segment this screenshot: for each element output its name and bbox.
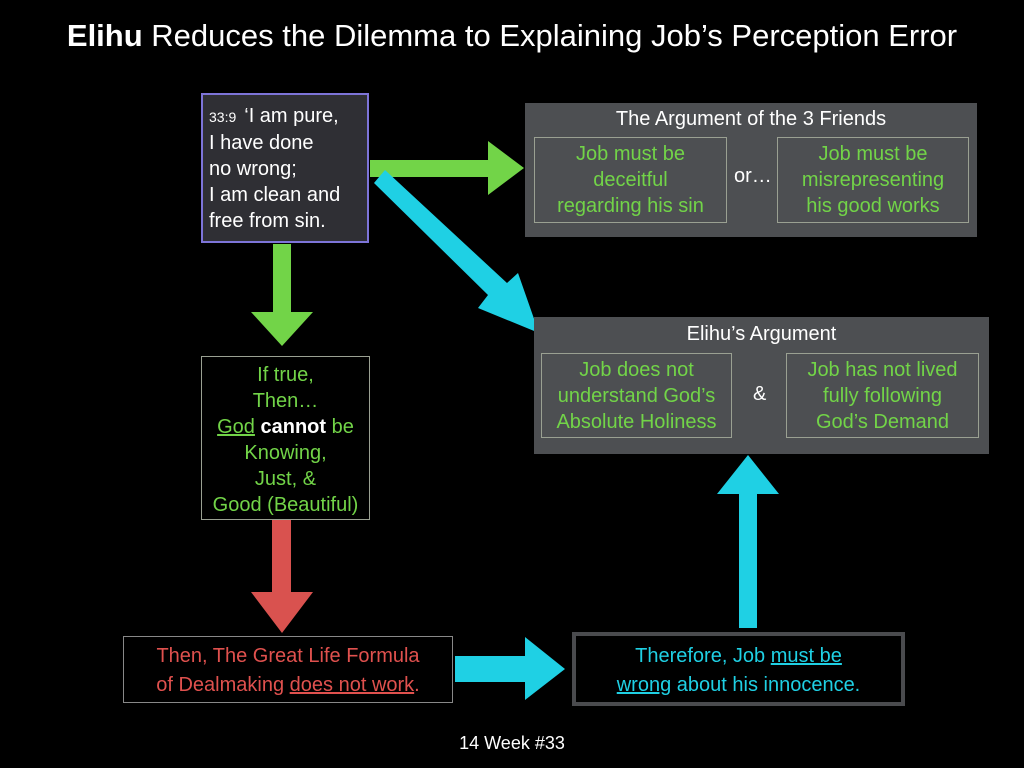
quote-line-4: I am clean and — [209, 184, 341, 206]
elihu-connector-and: & — [753, 383, 767, 405]
friends-connector-or: or… — [734, 165, 772, 187]
if-true-box: If true, Then… God cannot be Knowing, Ju… — [201, 356, 370, 520]
cannot-word: cannot — [260, 416, 327, 438]
therefore-underlined-1: must be — [770, 645, 842, 667]
be-word: be — [331, 416, 354, 438]
friends-left-line-2: deceitful — [593, 169, 668, 191]
title-rest: Reduces the Dilemma to Explaining Job’s … — [142, 18, 958, 53]
friends-argument-panel: The Argument of the 3 Friends Job must b… — [525, 103, 977, 237]
quote-text-1: ‘I am pure, — [244, 105, 339, 127]
friends-left-line-3: regarding his sin — [557, 195, 704, 217]
elihu-left-line-1: Job does not — [579, 358, 694, 381]
therefore-text-b: about his innocence. — [671, 674, 861, 696]
cyan-right-arrow — [455, 637, 565, 700]
friends-right-line-1: Job must be — [818, 143, 928, 165]
friends-option-misrepresenting: Job must be misrepresenting his good wor… — [777, 137, 969, 223]
therefore-underlined-2: wrong — [616, 674, 672, 696]
formula-box: Then, The Great Life Formula of Dealmaki… — [123, 636, 453, 703]
elihu-panel-title: Elihu’s Argument — [686, 323, 837, 345]
elihu-right-line-1: Job has not lived — [807, 358, 958, 381]
formula-text-a: of Dealmaking — [156, 674, 290, 696]
cyan-diagonal-arrow — [374, 170, 539, 333]
if-true-line-3: God cannot be — [202, 414, 369, 440]
quote-line-3: no wrong; — [209, 158, 297, 180]
friends-option-deceitful: Job must be deceitful regarding his sin — [534, 137, 727, 223]
elihu-left-line-2: understand God’s — [557, 384, 716, 407]
elihu-right-line-3: God’s Demand — [815, 410, 950, 433]
friends-left-line-1: Job must be — [576, 143, 685, 165]
formula-text-b: . — [414, 674, 420, 696]
god-word: God — [217, 416, 255, 438]
green-right-arrow — [370, 141, 524, 195]
elihu-right-line-2: fully following — [823, 384, 942, 407]
therefore-box: Therefore, Job must be wrong about his i… — [572, 632, 905, 706]
if-true-line-1: If true, — [257, 364, 314, 386]
elihu-argument-panel: Elihu’s Argument Job does not understand… — [534, 317, 989, 454]
elihu-point-demand: Job has not lived fully following God’s … — [786, 353, 979, 438]
if-true-line-5: Just, & — [254, 468, 317, 490]
slide-footer: 14 Week #33 — [459, 733, 565, 753]
quote-line-5: free from sin. — [209, 210, 326, 232]
quote-box: 33:9 ‘I am pure, I have done no wrong; I … — [201, 93, 369, 243]
if-true-line-6: Good (Beautiful) — [212, 494, 359, 516]
friends-right-line-2: misrepresenting — [801, 169, 945, 191]
green-down-arrow — [251, 244, 313, 346]
red-down-arrow — [251, 520, 313, 633]
elihu-point-holiness: Job does not understand God’s Absolute H… — [541, 353, 732, 438]
friends-right-line-3: his good works — [806, 195, 940, 217]
if-true-line-2: Then… — [252, 390, 319, 412]
slide-title: Elihu Reduces the Dilemma to Explaining … — [0, 18, 1024, 54]
if-true-line-4: Knowing, — [244, 442, 327, 464]
quote-line-2: I have done — [209, 132, 314, 154]
formula-underlined: does not work — [289, 674, 415, 696]
verse-reference: 33:9 — [209, 109, 237, 125]
quote-line-1: 33:9 ‘I am pure, — [209, 103, 367, 130]
elihu-left-line-3: Absolute Holiness — [556, 410, 717, 433]
therefore-line-1: Therefore, Job must be — [576, 642, 901, 671]
cyan-up-arrow — [717, 455, 779, 628]
friends-panel-title: The Argument of the 3 Friends — [615, 108, 887, 130]
formula-line-2: of Dealmaking does not work. — [124, 671, 452, 700]
title-bold: Elihu — [66, 18, 143, 53]
formula-line-1: Then, The Great Life Formula — [156, 645, 420, 667]
therefore-line-2: wrong about his innocence. — [576, 671, 901, 700]
therefore-text-a: Therefore, Job — [635, 645, 771, 667]
